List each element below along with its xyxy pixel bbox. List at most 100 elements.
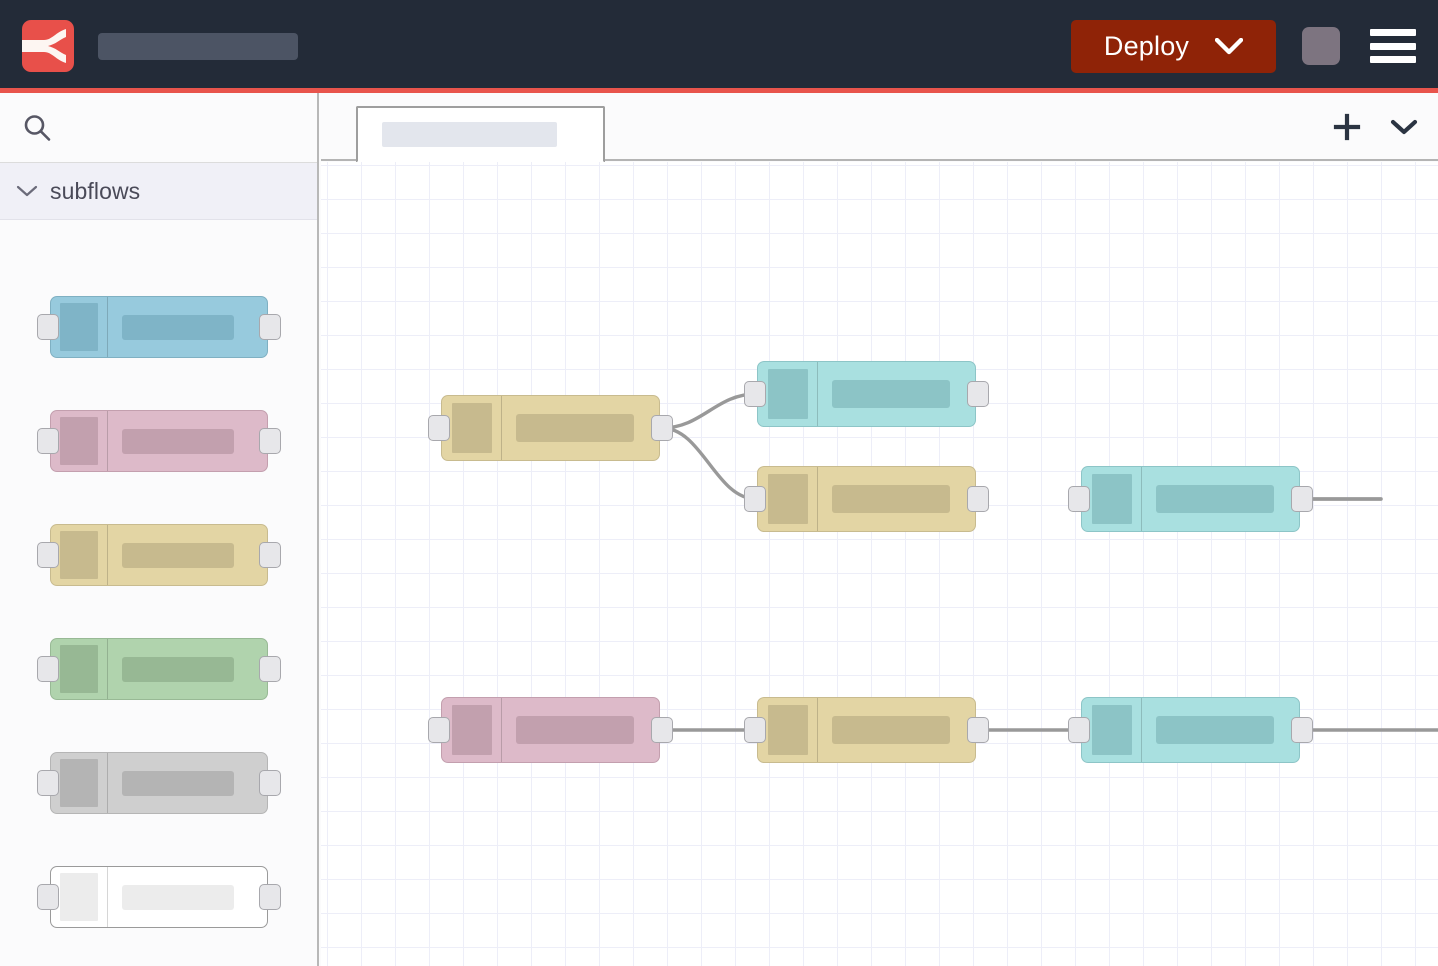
node-body bbox=[757, 361, 976, 427]
node-label-placeholder bbox=[1156, 485, 1274, 513]
plus-icon[interactable] bbox=[1332, 112, 1362, 142]
node-icon-cell bbox=[758, 467, 818, 531]
hamburger-bar-3 bbox=[1370, 56, 1416, 63]
flow-canvas[interactable] bbox=[321, 162, 1438, 966]
flow-tab-label-placeholder bbox=[382, 122, 557, 147]
canvas-node-debug-a[interactable] bbox=[1068, 466, 1313, 532]
node-icon-placeholder bbox=[60, 759, 98, 807]
node-icon-cell bbox=[51, 639, 108, 699]
node-icon-placeholder bbox=[60, 531, 98, 579]
canvas-node-function-b[interactable] bbox=[744, 466, 989, 532]
palette-node-5[interactable] bbox=[37, 752, 281, 814]
node-label-area bbox=[108, 411, 267, 471]
node-body bbox=[1081, 466, 1300, 532]
node-input-port[interactable] bbox=[37, 314, 59, 340]
node-output-port[interactable] bbox=[259, 770, 281, 796]
node-input-port[interactable] bbox=[37, 428, 59, 454]
node-input-port[interactable] bbox=[37, 656, 59, 682]
node-icon-cell bbox=[442, 396, 502, 460]
canvas-area bbox=[321, 93, 1438, 966]
node-input-port[interactable] bbox=[1068, 486, 1090, 512]
node-body bbox=[50, 638, 268, 700]
editor-body: subflows bbox=[0, 93, 1438, 966]
node-input-port[interactable] bbox=[428, 717, 450, 743]
node-input-port[interactable] bbox=[1068, 717, 1090, 743]
node-body bbox=[757, 697, 976, 763]
node-body bbox=[50, 296, 268, 358]
node-output-port[interactable] bbox=[259, 542, 281, 568]
node-label-area bbox=[818, 362, 975, 426]
deploy-button[interactable]: Deploy bbox=[1071, 19, 1276, 73]
node-input-port[interactable] bbox=[744, 486, 766, 512]
node-icon-placeholder bbox=[767, 369, 808, 419]
node-output-port[interactable] bbox=[967, 486, 989, 512]
node-input-port[interactable] bbox=[744, 717, 766, 743]
node-icon-cell bbox=[51, 411, 108, 471]
node-input-port[interactable] bbox=[37, 542, 59, 568]
node-icon-cell bbox=[1082, 698, 1142, 762]
node-label-placeholder bbox=[122, 542, 234, 568]
node-icon-cell bbox=[1082, 467, 1142, 531]
node-label-placeholder bbox=[122, 770, 234, 796]
node-icon-placeholder bbox=[451, 705, 492, 755]
node-output-port[interactable] bbox=[651, 717, 673, 743]
node-label-area bbox=[502, 698, 659, 762]
node-output-port[interactable] bbox=[259, 314, 281, 340]
node-output-port[interactable] bbox=[259, 656, 281, 682]
node-label-placeholder bbox=[122, 428, 234, 454]
node-label-area bbox=[1142, 698, 1299, 762]
chevron-down-icon[interactable] bbox=[16, 184, 50, 198]
wire-inject-to-function-b[interactable] bbox=[660, 426, 758, 501]
node-input-port[interactable] bbox=[37, 884, 59, 910]
search-icon[interactable] bbox=[21, 112, 53, 144]
app-title-placeholder bbox=[98, 32, 298, 60]
node-body bbox=[441, 395, 660, 461]
node-output-port[interactable] bbox=[259, 884, 281, 910]
node-label-area bbox=[818, 698, 975, 762]
node-input-port[interactable] bbox=[744, 381, 766, 407]
palette-node-6[interactable] bbox=[37, 866, 281, 928]
palette-sidebar: subflows bbox=[0, 93, 319, 966]
node-label-placeholder bbox=[1156, 716, 1274, 744]
palette-node-1[interactable] bbox=[37, 296, 281, 358]
node-label-area bbox=[108, 867, 267, 927]
canvas-node-input[interactable] bbox=[428, 697, 673, 763]
palette-node-3[interactable] bbox=[37, 524, 281, 586]
node-icon-cell bbox=[51, 525, 108, 585]
node-output-port[interactable] bbox=[1291, 486, 1313, 512]
wire-layer bbox=[660, 392, 1438, 732]
hamburger-menu-icon[interactable] bbox=[1370, 29, 1416, 63]
node-input-port[interactable] bbox=[37, 770, 59, 796]
node-icon-placeholder bbox=[60, 873, 98, 921]
node-body bbox=[441, 697, 660, 763]
node-icon-cell bbox=[51, 753, 108, 813]
flow-tab-1[interactable] bbox=[356, 106, 605, 163]
palette-category-subflows[interactable]: subflows bbox=[0, 163, 317, 220]
hamburger-bar-2 bbox=[1370, 42, 1416, 50]
node-output-port[interactable] bbox=[967, 381, 989, 407]
palette-node-4[interactable] bbox=[37, 638, 281, 700]
flow-tab-bar bbox=[321, 93, 1438, 163]
canvas-node-output[interactable] bbox=[1068, 697, 1313, 763]
chevron-down-icon[interactable] bbox=[1390, 118, 1418, 136]
node-label-placeholder bbox=[122, 314, 234, 340]
chevron-down-icon[interactable] bbox=[1215, 37, 1244, 55]
palette-search-bar[interactable] bbox=[0, 93, 317, 163]
node-icon-placeholder bbox=[451, 403, 492, 453]
node-output-port[interactable] bbox=[967, 717, 989, 743]
palette-node-2[interactable] bbox=[37, 410, 281, 472]
canvas-node-process[interactable] bbox=[744, 697, 989, 763]
app-header: Deploy bbox=[0, 0, 1438, 92]
node-output-port[interactable] bbox=[651, 415, 673, 441]
palette-category-label: subflows bbox=[50, 177, 141, 204]
canvas-node-function-a[interactable] bbox=[744, 361, 989, 427]
wire-inject-to-function-a[interactable] bbox=[660, 392, 758, 430]
node-red-logo-icon[interactable] bbox=[22, 20, 74, 72]
node-output-port[interactable] bbox=[1291, 717, 1313, 743]
node-label-area bbox=[108, 297, 267, 357]
node-label-area bbox=[1142, 467, 1299, 531]
node-input-port[interactable] bbox=[428, 415, 450, 441]
node-output-port[interactable] bbox=[259, 428, 281, 454]
user-avatar[interactable] bbox=[1302, 27, 1340, 65]
canvas-node-inject[interactable] bbox=[428, 395, 673, 461]
